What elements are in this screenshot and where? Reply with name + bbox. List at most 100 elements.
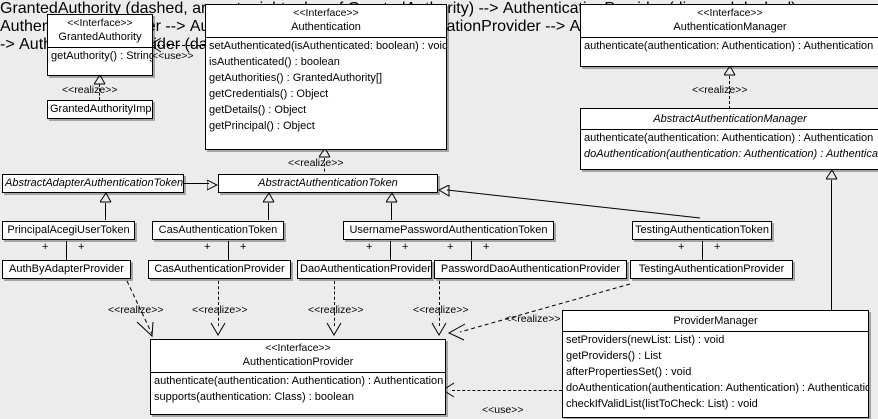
operation-authenticate: authenticate(authentication: Authenticat… bbox=[584, 132, 874, 144]
label-realize-passworddao-provider: <<realize>> bbox=[413, 304, 469, 316]
class-dao-authentication-provider[interactable]: DaoAuthenticationProvider bbox=[297, 260, 432, 279]
operation-get-credentials: getCredentials() : Object bbox=[209, 88, 329, 100]
association-marker-plus: + bbox=[678, 241, 685, 253]
realize-cas-provider-line bbox=[218, 281, 219, 326]
operations-provider-manager: setProviders(newList: List) : void getPr… bbox=[563, 332, 868, 412]
class-abstract-adapter-authentication-token[interactable]: AbstractAdapterAuthenticationToken bbox=[2, 174, 184, 193]
class-auth-by-adapter-provider[interactable]: AuthByAdapterProvider bbox=[2, 260, 131, 279]
stereotype-interface: <<Interface>> bbox=[265, 342, 331, 354]
operation-do-authentication: doAuthentication(authentication: Authent… bbox=[566, 382, 868, 394]
arrow-realize-passworddao-provider bbox=[431, 322, 448, 337]
separator bbox=[206, 37, 446, 38]
association-marker-plus: + bbox=[447, 241, 454, 253]
association-marker-plus: + bbox=[204, 241, 211, 253]
operation-get-authority: getAuthority() : String bbox=[51, 50, 152, 62]
triangle-realize-granted-authority bbox=[94, 75, 106, 85]
separator bbox=[581, 37, 878, 38]
operations-authentication-provider: authenticate(authentication: Authenticat… bbox=[151, 373, 445, 405]
label-realize-authbyadapter: <<realize>> bbox=[108, 304, 164, 316]
class-granted-authority-impl[interactable]: GrantedAuthorityImpl bbox=[47, 100, 153, 119]
label-realize-cas-provider: <<realize>> bbox=[192, 304, 248, 316]
association-marker-plus: + bbox=[240, 241, 247, 253]
operation-authenticate: authenticate(authentication: Authenticat… bbox=[584, 40, 874, 52]
realize-passworddao-provider-line bbox=[439, 281, 440, 326]
class-testing-authentication-provider[interactable]: TestingAuthenticationProvider bbox=[630, 260, 793, 279]
class-username-password-authentication-token[interactable]: UsernamePasswordAuthenticationToken bbox=[343, 221, 554, 240]
class-principal-acegi-user-token[interactable]: PrincipalAcegiUserToken bbox=[2, 221, 135, 240]
realize-abstract-authentication-token-line bbox=[324, 158, 325, 177]
operations-authentication-manager: authenticate(authentication: Authenticat… bbox=[581, 38, 878, 54]
operation-get-principal: getPrincipal() : Object bbox=[209, 120, 315, 132]
stereotype-interface: <<Interface>> bbox=[697, 7, 763, 19]
separator bbox=[563, 331, 868, 332]
association-testing-token-provider bbox=[702, 241, 703, 260]
association-cas-token-provider bbox=[228, 241, 229, 260]
arrow-realize-dao-provider bbox=[326, 322, 343, 337]
arrow-realize-cas-provider bbox=[210, 322, 227, 337]
stereotype-interface: <<Interface>> bbox=[67, 17, 133, 29]
class-header-granted-authority: <<Interface>> GrantedAuthority bbox=[48, 15, 152, 47]
generalization-principal-token-line bbox=[105, 203, 106, 220]
stereotype-interface: <<Interface>> bbox=[293, 7, 359, 19]
operation-set-authenticated: setAuthenticated(isAuthenticated: boolea… bbox=[209, 40, 446, 52]
operation-do-authentication: doAuthentication(authentication: Authent… bbox=[584, 148, 878, 160]
class-header-authentication-manager: <<Interface>> AuthenticationManager bbox=[581, 5, 878, 37]
class-authentication[interactable]: <<Interface>> Authentication setAuthenti… bbox=[205, 4, 447, 150]
association-marker-plus: + bbox=[42, 241, 49, 253]
operation-set-providers: setProviders(newList: List) : void bbox=[566, 334, 725, 346]
operation-get-providers: getProviders() : List bbox=[566, 350, 662, 362]
class-cas-authentication-token[interactable]: CasAuthenticationToken bbox=[152, 221, 284, 240]
dependency-authentication-granted-authority bbox=[152, 45, 205, 46]
label-realize-authentication-manager: <<realize>> bbox=[692, 84, 748, 96]
realize-abstract-manager-line bbox=[729, 76, 730, 109]
class-authentication-provider[interactable]: <<Interface>> AuthenticationProvider aut… bbox=[150, 339, 446, 415]
association-principal-authbyadapter bbox=[66, 241, 67, 260]
class-password-dao-authentication-provider[interactable]: PasswordDaoAuthenticationProvider bbox=[434, 260, 627, 279]
association-marker-plus: + bbox=[402, 241, 409, 253]
triangle-realize-authentication-manager bbox=[724, 66, 736, 76]
operation-is-authenticated: isAuthenticated() : boolean bbox=[209, 56, 340, 68]
arrow-realize-authbyadapter bbox=[135, 321, 157, 342]
operations-authentication: setAuthenticated(isAuthenticated: boolea… bbox=[206, 38, 446, 134]
class-header-authentication-provider: <<Interface>> AuthenticationProvider bbox=[151, 340, 445, 372]
operation-get-details: getDetails() : Object bbox=[209, 104, 307, 116]
label-realize-granted-authority: <<realize>> bbox=[62, 84, 118, 96]
class-authentication-manager[interactable]: <<Interface>> AuthenticationManager auth… bbox=[580, 4, 878, 67]
class-abstract-authentication-token[interactable]: AbstractAuthenticationToken bbox=[218, 174, 438, 193]
realize-granted-authority-impl bbox=[99, 84, 100, 100]
generalization-cas-token-line bbox=[268, 203, 269, 220]
label-use-provider-manager: <<use>> bbox=[482, 404, 524, 416]
label-realize-authentication: <<realize>> bbox=[288, 157, 344, 169]
association-marker-plus: + bbox=[714, 241, 721, 253]
class-name-granted-authority: GrantedAuthority bbox=[58, 31, 142, 43]
triangle-generalization-username-token bbox=[386, 193, 398, 203]
separator bbox=[151, 372, 445, 373]
generalization-provider-manager-line bbox=[831, 180, 832, 311]
triangle-generalization-cas-token bbox=[263, 193, 275, 203]
class-cas-authentication-provider[interactable]: CasAuthenticationProvider bbox=[148, 260, 291, 279]
class-name-abstract-authentication-manager: AbstractAuthenticationManager bbox=[653, 113, 807, 125]
operation-authenticate: authenticate(authentication: Authenticat… bbox=[154, 375, 444, 387]
class-header-authentication: <<Interface>> Authentication bbox=[206, 5, 446, 37]
class-name-authentication: Authentication bbox=[291, 21, 361, 33]
class-header-abstract-authentication-manager: AbstractAuthenticationManager bbox=[581, 109, 878, 129]
class-abstract-authentication-manager[interactable]: AbstractAuthenticationManager authentica… bbox=[580, 108, 878, 170]
association-marker-plus: + bbox=[483, 241, 490, 253]
operations-granted-authority: getAuthority() : String bbox=[48, 48, 152, 64]
operation-supports: supports(authentication: Class) : boolea… bbox=[154, 391, 354, 403]
generalization-username-token-line bbox=[391, 203, 392, 220]
class-provider-manager[interactable]: ProviderManager setProviders(newList: Li… bbox=[562, 310, 869, 418]
class-header-provider-manager: ProviderManager bbox=[563, 311, 868, 331]
class-granted-authority[interactable]: <<Interface>> GrantedAuthority getAuthor… bbox=[47, 14, 153, 76]
class-name-provider-manager: ProviderManager bbox=[673, 315, 758, 327]
operations-abstract-authentication-manager: authenticate(authentication: Authenticat… bbox=[581, 130, 878, 162]
class-name-authentication-manager: AuthenticationManager bbox=[673, 21, 787, 33]
operation-after-properties-set: afterPropertiesSet() : void bbox=[566, 366, 692, 378]
generalization-adapter-token-line bbox=[183, 183, 209, 184]
association-username-dao bbox=[390, 241, 391, 260]
class-testing-authentication-token[interactable]: TestingAuthenticationToken bbox=[632, 221, 772, 240]
